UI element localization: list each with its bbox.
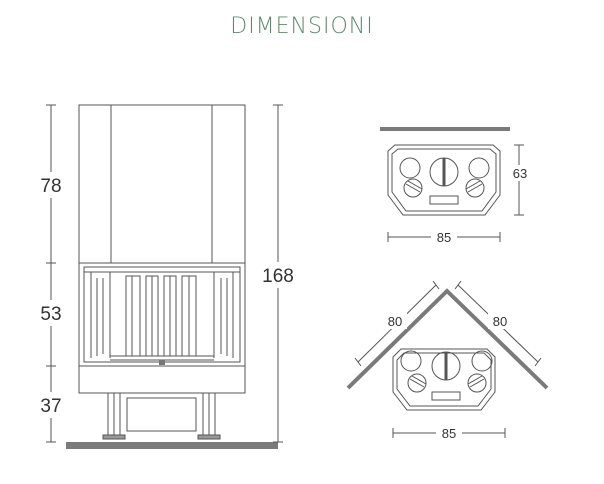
top-corner-width-label: 85 bbox=[442, 426, 456, 441]
hood bbox=[78, 104, 246, 264]
height-labels: 78 53 37 bbox=[36, 172, 66, 418]
top-flat-depth-label: 63 bbox=[513, 166, 527, 181]
corner-wall-left-label: 80 bbox=[388, 314, 402, 329]
top-view-flat bbox=[380, 127, 510, 216]
height-lower-label: 37 bbox=[40, 396, 61, 417]
total-height-label: 168 bbox=[262, 266, 294, 287]
wall-line bbox=[380, 127, 510, 131]
page-title: DIMENSIONI bbox=[230, 14, 374, 39]
height-middle-label: 53 bbox=[40, 304, 61, 325]
fire-chamber bbox=[78, 262, 246, 367]
corner-wall-right-label: 80 bbox=[493, 314, 507, 329]
corner-walls bbox=[346, 288, 549, 390]
height-dimension-lines bbox=[46, 104, 56, 443]
height-upper-label: 78 bbox=[40, 176, 61, 197]
base bbox=[78, 365, 246, 440]
front-view bbox=[66, 104, 278, 449]
top-flat-width-label: 85 bbox=[437, 230, 451, 245]
floor-plate bbox=[66, 442, 278, 449]
top-view-corner bbox=[346, 288, 549, 411]
